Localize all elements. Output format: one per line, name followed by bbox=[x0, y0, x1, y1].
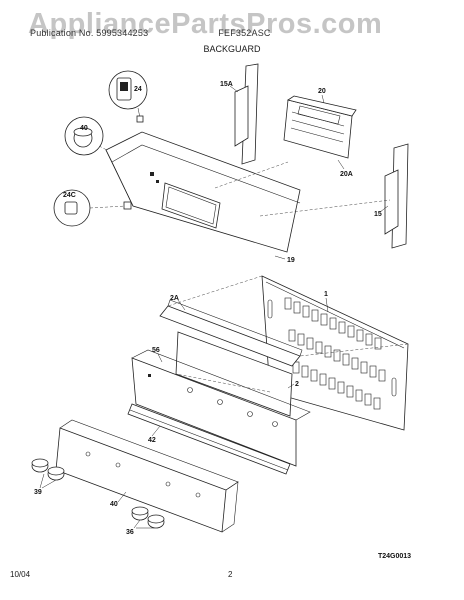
knob[interactable] bbox=[47, 466, 65, 481]
part-19-control-panel[interactable]: 19 bbox=[105, 131, 301, 264]
vent-slots bbox=[284, 297, 386, 410]
part-2a-strip[interactable]: 2A bbox=[159, 295, 303, 367]
model-number: FEF352ASC bbox=[218, 28, 271, 38]
part-24-switch[interactable]: 24 bbox=[108, 70, 148, 123]
part-40-front-panel[interactable]: 40 bbox=[55, 419, 239, 533]
callout-40: 40 bbox=[110, 501, 118, 508]
publication-number: Publication No. 5995344253 bbox=[30, 28, 149, 38]
part-1-rear-panel[interactable]: 1 bbox=[261, 275, 409, 431]
diagram-code: T24G0013 bbox=[378, 553, 411, 560]
part-56-support-panel[interactable]: 56 bbox=[131, 347, 311, 467]
callout-15: 15 bbox=[374, 211, 382, 218]
knob[interactable] bbox=[31, 458, 49, 473]
callout-2a: 2A bbox=[170, 295, 179, 302]
callout-40-top: 40 bbox=[80, 125, 88, 132]
knob[interactable] bbox=[131, 506, 149, 521]
callout-24c: 24C bbox=[63, 192, 76, 199]
part-36-knobs[interactable]: 36 bbox=[126, 506, 165, 536]
knob[interactable] bbox=[147, 514, 165, 529]
part-15a-bracket[interactable]: 15A bbox=[220, 63, 259, 165]
callout-42: 42 bbox=[148, 437, 156, 444]
part-40-knob-inset[interactable]: 40 bbox=[64, 116, 151, 173]
section-title: BACKGUARD bbox=[203, 44, 261, 54]
callout-2: 2 bbox=[295, 381, 299, 388]
callout-39: 39 bbox=[34, 489, 42, 496]
watermark: AppliancePartsPros.com bbox=[28, 8, 383, 40]
footer-date: 10/04 bbox=[10, 570, 31, 579]
part-2-inner-panel[interactable]: 2 bbox=[175, 331, 299, 417]
callout-24: 24 bbox=[134, 86, 142, 93]
part-39-knobs[interactable]: 39 bbox=[31, 458, 65, 496]
part-42-trim[interactable]: 42 bbox=[127, 403, 291, 475]
part-20-control-board[interactable]: 20 20A bbox=[283, 88, 357, 178]
callout-20a: 20A bbox=[340, 171, 353, 178]
callout-1: 1 bbox=[324, 291, 328, 298]
page-number: 2 bbox=[228, 570, 233, 579]
header-line: Publication No. 5995344253 FEF352ASC bbox=[30, 28, 271, 38]
callout-56: 56 bbox=[152, 347, 160, 354]
callout-36: 36 bbox=[126, 529, 134, 536]
part-24c-light[interactable]: 24C bbox=[53, 189, 132, 227]
callout-15a: 15A bbox=[220, 81, 233, 88]
callout-19: 19 bbox=[287, 257, 295, 264]
part-15-bracket[interactable]: 15 bbox=[374, 143, 409, 249]
callout-20: 20 bbox=[318, 88, 326, 95]
